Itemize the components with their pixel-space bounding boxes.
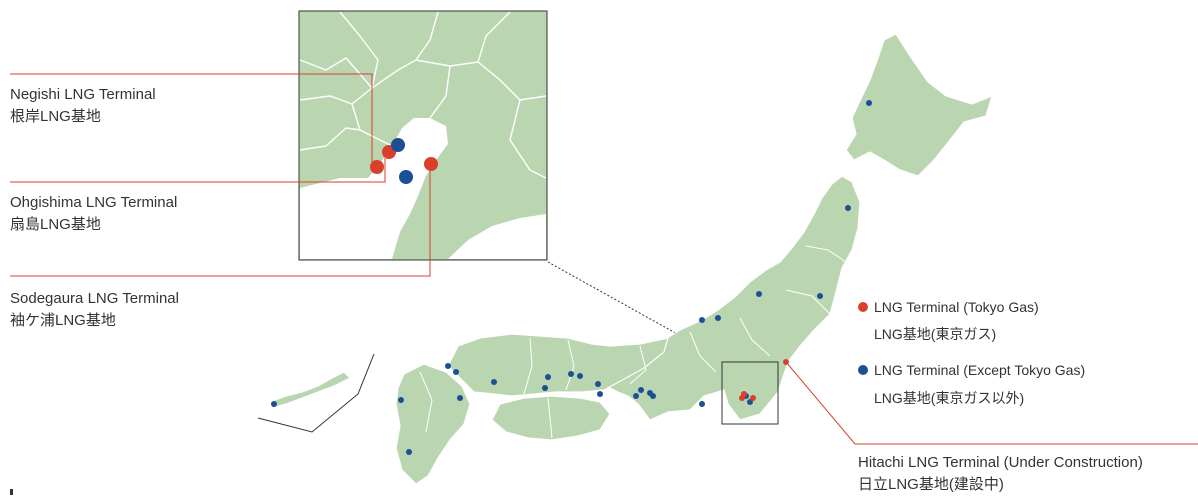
hitachi-label: Hitachi LNG Terminal (Under Construction… [858, 452, 1143, 496]
hitachi-leader [785, 361, 1198, 445]
inset-connector [547, 261, 725, 361]
other-terminal-marker [399, 170, 413, 184]
other-terminal-marker [633, 393, 639, 399]
honshu-west [447, 333, 669, 397]
inset-sea-east [448, 214, 546, 259]
negishi-label-ja: 根岸LNG基地 [10, 108, 101, 125]
other-terminal-marker [699, 401, 705, 407]
legend-other-ja-row: LNG基地(東京ガス以外) [874, 388, 1024, 408]
hitachi-terminal-marker [783, 359, 789, 365]
other-terminal-marker [577, 373, 583, 379]
inset-boundaries [299, 11, 547, 179]
sodegaura-terminal-marker [424, 157, 438, 171]
tokyo-gas-terminals [739, 359, 789, 401]
corner-mark [10, 489, 13, 495]
other-terminal-marker [715, 315, 721, 321]
leader-lines [10, 73, 1198, 445]
negishi-terminal-marker [370, 160, 384, 174]
sodegaura-leader [10, 171, 431, 277]
legend-tokyo-gas-ja-row: LNG基地(東京ガス) [874, 324, 996, 344]
other-terminal-marker [817, 293, 823, 299]
japan-landmass [269, 33, 993, 485]
ohgishima-label-en: Ohgishima LNG Terminal [10, 194, 178, 211]
okinawa-separator [257, 353, 375, 433]
negishi-label: Negishi LNG Terminal 根岸LNG基地 [10, 84, 156, 128]
prefecture-boundaries [419, 245, 847, 439]
hitachi-label-ja: 日立LNG基地(建設中) [858, 476, 1004, 493]
tokyo-bay-inset [298, 10, 548, 261]
other-terminal-marker [845, 205, 851, 211]
other-terminal-marker [391, 138, 405, 152]
sodegaura-label-ja: 袖ケ浦LNG基地 [10, 312, 116, 329]
tokyo-gas-terminal-marker [750, 395, 756, 401]
tokyo-gas-terminal-marker [741, 391, 747, 397]
legend-tokyo-gas-ja: LNG基地(東京ガス) [874, 326, 997, 342]
other-terminal-marker [568, 371, 574, 377]
legend-tokyo-gas-en-row: LNG Terminal (Tokyo Gas) [858, 297, 1039, 317]
other-terminal-marker [638, 387, 644, 393]
kyushu [395, 363, 471, 485]
other-terminal-marker [398, 397, 404, 403]
red-dot-icon [858, 302, 868, 312]
negishi-label-en: Negishi LNG Terminal [10, 86, 156, 103]
shikoku [491, 395, 611, 441]
tokyo-area-box [721, 361, 779, 425]
other-terminal-marker [866, 100, 872, 106]
other-terminal-marker [457, 395, 463, 401]
legend-tokyo-gas-en: LNG Terminal (Tokyo Gas) [874, 299, 1039, 315]
other-terminal-marker [595, 381, 601, 387]
other-terminal-marker [453, 369, 459, 375]
other-terminal-marker [491, 379, 497, 385]
hokkaido [845, 33, 993, 177]
sodegaura-label-en: Sodegaura LNG Terminal [10, 290, 179, 307]
other-terminal-marker [597, 391, 603, 397]
ohgishima-leader [10, 158, 386, 183]
sodegaura-label: Sodegaura LNG Terminal 袖ケ浦LNG基地 [10, 288, 179, 332]
blue-dot-icon [858, 365, 868, 375]
other-terminal-marker [699, 317, 705, 323]
other-terminal-marker [545, 374, 551, 380]
negishi-leader [10, 73, 373, 167]
other-terminal-marker [271, 401, 277, 407]
other-terminal-marker [445, 363, 451, 369]
legend-other-en-row: LNG Terminal (Except Tokyo Gas) [858, 360, 1085, 380]
other-terminal-marker [650, 393, 656, 399]
other-terminals [271, 100, 872, 455]
ohgishima-label-ja: 扇島LNG基地 [10, 216, 101, 233]
other-terminal-marker [542, 385, 548, 391]
other-terminal-marker [756, 291, 762, 297]
other-terminal-marker [406, 449, 412, 455]
hitachi-label-en: Hitachi LNG Terminal (Under Construction… [858, 454, 1143, 471]
ohgishima-label: Ohgishima LNG Terminal 扇島LNG基地 [10, 192, 177, 236]
legend-other-ja: LNG基地(東京ガス以外) [874, 390, 1025, 406]
okinawa-islands [269, 371, 352, 409]
legend-other-en: LNG Terminal (Except Tokyo Gas) [874, 362, 1086, 378]
inset-sea [300, 118, 448, 259]
